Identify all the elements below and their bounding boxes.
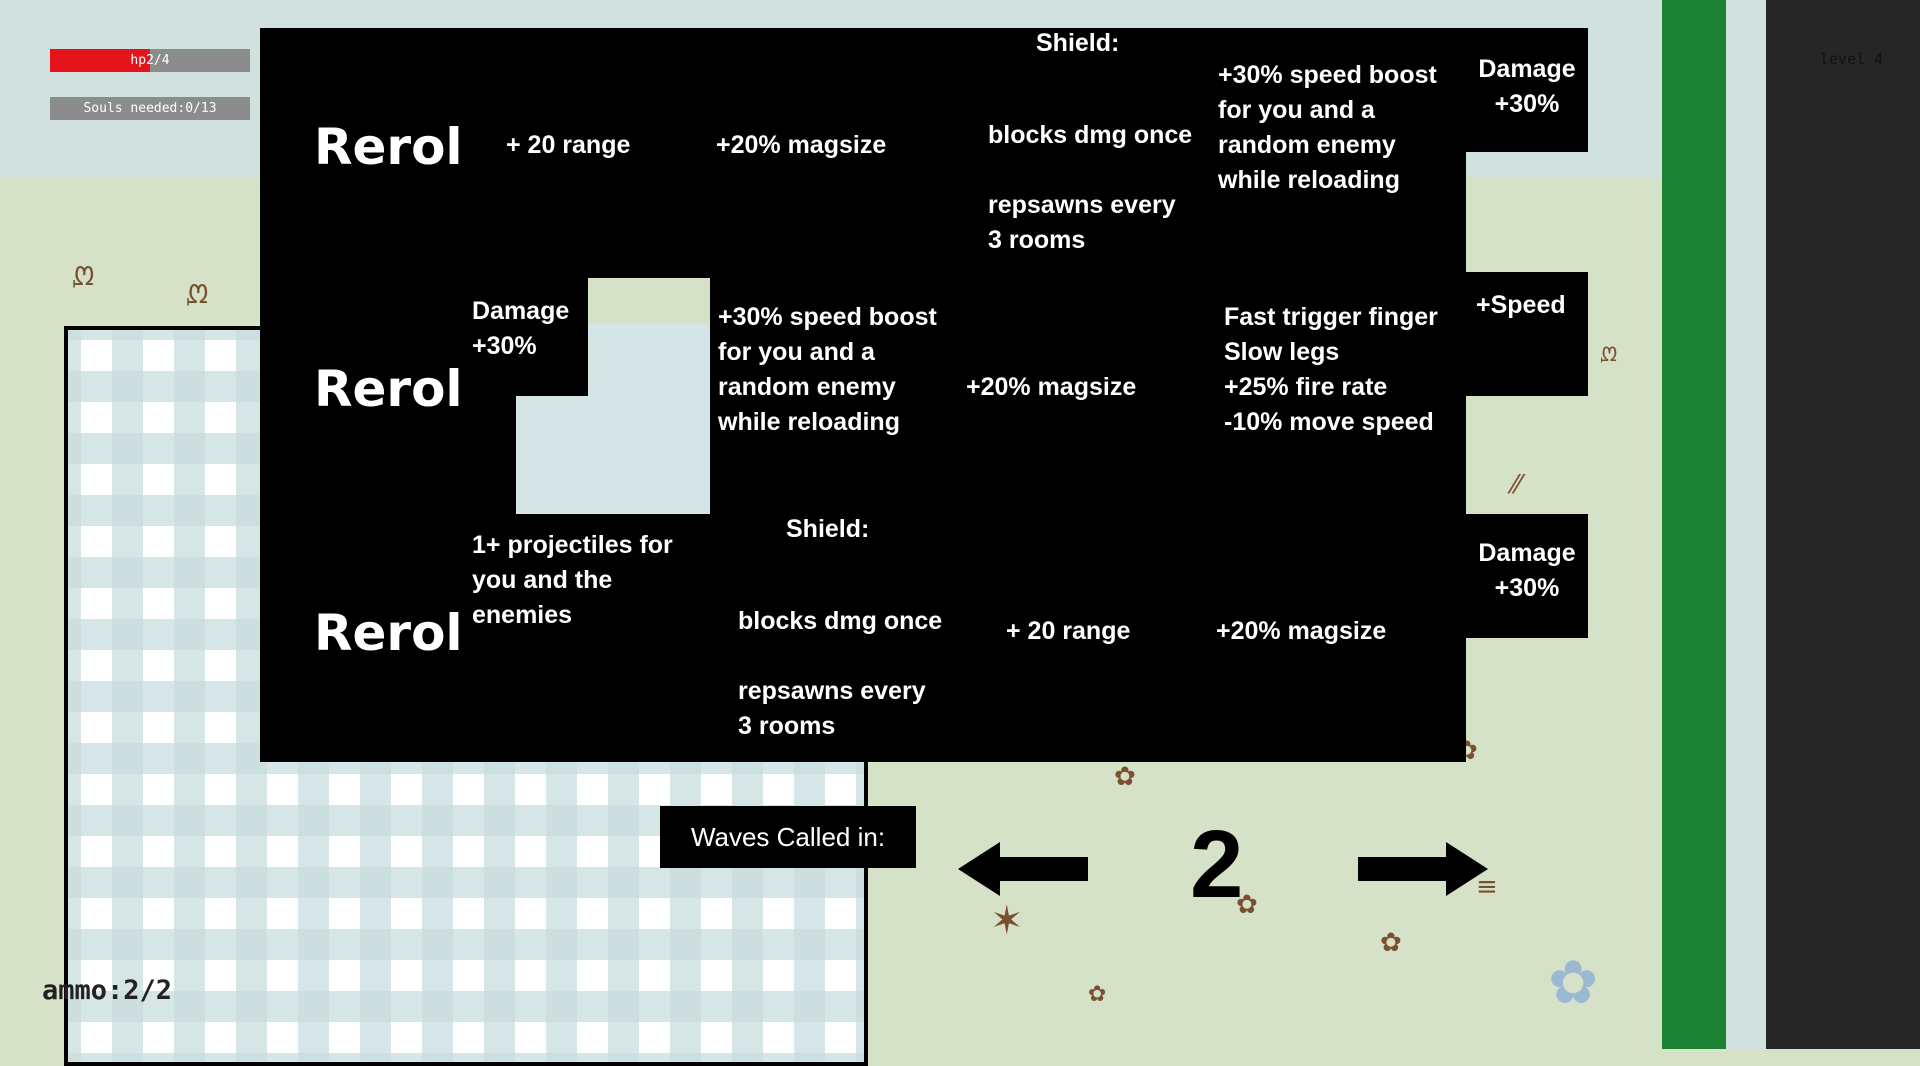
upgrade-damage-row2[interactable]: Damage +30%: [472, 297, 570, 360]
star-plant-icon: ✶: [990, 898, 1024, 944]
wall-gap: [1726, 0, 1766, 1049]
grass-tuft-icon: ᘻ: [72, 262, 95, 292]
blue-flower-icon: ✿: [1548, 948, 1599, 1018]
upgrade-shield-title-row3[interactable]: Shield:: [786, 515, 870, 543]
side-tab-row1[interactable]: [1466, 28, 1588, 152]
level-label: level 4: [1820, 50, 1884, 68]
ammo-counter: ammo:2/2: [42, 975, 173, 1006]
panel-gap: [588, 324, 710, 396]
panel-gap: [516, 396, 710, 514]
upgrade-shield-body-row1[interactable]: blocks dmg once repsawns every 3 rooms: [988, 121, 1193, 254]
waves-called-label: Waves Called in:: [660, 806, 916, 868]
upgrade-speed-boost-row2[interactable]: +30% speed boost for you and a random en…: [718, 303, 937, 436]
hp-text: hp2/4: [130, 53, 170, 68]
wave-count: 2: [1190, 811, 1244, 918]
arrow-right-icon[interactable]: [1358, 842, 1488, 896]
upgrade-damage-side-row3[interactable]: Damage +30%: [1478, 539, 1576, 602]
hp-bar-fill: [50, 49, 150, 72]
grass-tuft-icon: ᘻ: [186, 280, 209, 310]
upgrade-magsize-row1[interactable]: +20% magsize: [716, 131, 887, 159]
hp-bar: hp2/4: [50, 49, 250, 72]
upgrade-damage-side-row1[interactable]: Damage +30%: [1478, 55, 1576, 118]
upgrade-magsize-row3[interactable]: +20% magsize: [1216, 617, 1387, 645]
side-panel: [1766, 0, 1920, 1049]
flower-icon: ✿: [1236, 890, 1258, 920]
reroll-button-row2[interactable]: Reroll: [314, 360, 466, 418]
upgrade-range-row3[interactable]: + 20 range: [1006, 617, 1131, 645]
flower-icon: ✿: [1088, 982, 1107, 1007]
green-wall: [1662, 0, 1726, 1049]
reroll-button-row1[interactable]: Reroll: [314, 118, 460, 176]
upgrade-shield-body-row3[interactable]: blocks dmg once repsawns every 3 rooms: [738, 607, 943, 740]
dash-lines-icon: ≡: [1476, 872, 1498, 902]
panel-gap: [588, 278, 710, 324]
upgrade-fast-trigger-row2[interactable]: Fast trigger finger Slow legs +25% fire …: [1224, 303, 1438, 436]
upgrade-panel: [260, 28, 1466, 762]
twig-icon: ⁄⁄: [1512, 470, 1521, 500]
upgrade-speed-boost-row1[interactable]: +30% speed boost for you and a random en…: [1218, 61, 1437, 194]
souls-counter: Souls needed:0/13: [50, 97, 250, 120]
side-tab-row2[interactable]: [1466, 272, 1588, 396]
upgrade-range-row1[interactable]: + 20 range: [506, 131, 631, 159]
upgrade-projectiles-row3[interactable]: 1+ projectiles for you and the enemies: [472, 531, 673, 629]
upgrade-magsize-row2[interactable]: +20% magsize: [966, 373, 1137, 401]
upgrade-speed-side-row2[interactable]: +Speed: [1476, 291, 1566, 319]
arrow-left-icon[interactable]: [958, 842, 1088, 896]
reroll-button-row3[interactable]: Reroll: [314, 604, 460, 662]
grass-tuft-icon: ᘻ: [1600, 342, 1618, 366]
flower-icon: ✿: [1114, 762, 1136, 792]
flower-icon: ✿: [1380, 928, 1402, 958]
side-tab-row3[interactable]: [1466, 514, 1588, 638]
upgrade-shield-title-row1[interactable]: Shield:: [1036, 29, 1120, 57]
